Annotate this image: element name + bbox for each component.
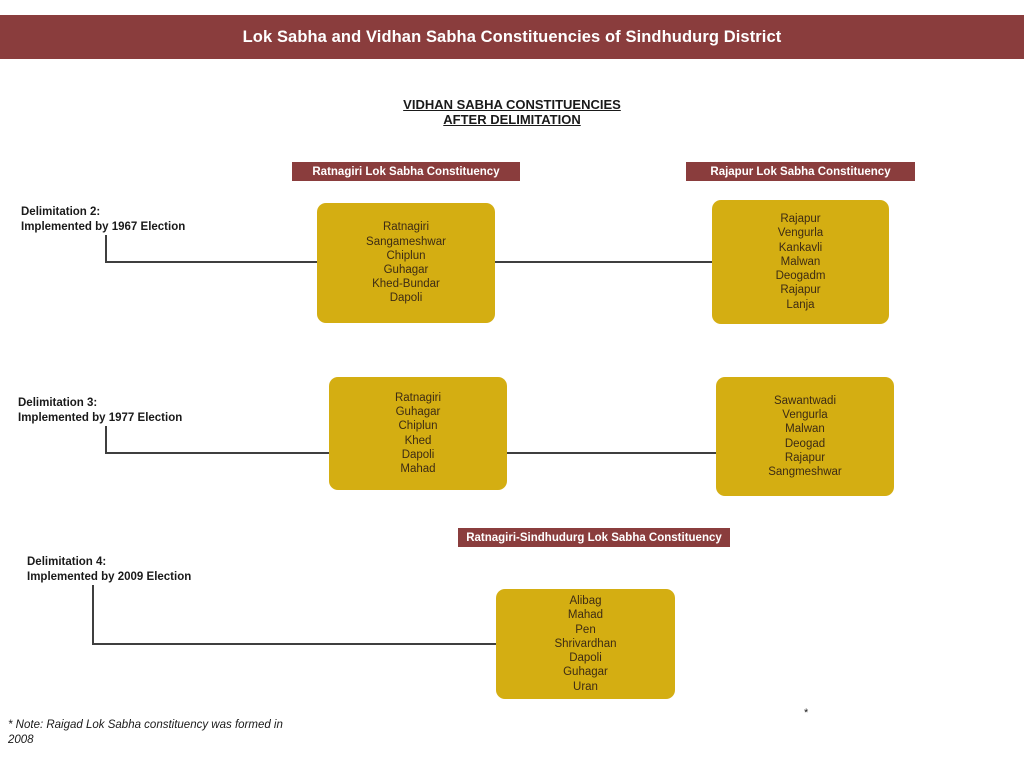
constituency-item: Malwan (785, 423, 825, 436)
constituency-box-ratnagiri-1967: Ratnagiri Sangameshwar Chiplun Guhagar K… (317, 203, 495, 323)
constituency-item: Ratnagiri (394, 391, 442, 404)
banner-label: Ratnagiri-Sindhudurg Lok Sabha Constitue… (466, 531, 722, 544)
delimitation-label-3-line1: Delimitation 4: (27, 556, 107, 568)
connector-vertical-1 (105, 235, 107, 263)
delimitation-label-2-line1: Delimitation 3: (18, 397, 98, 409)
constituency-item: Mahad (400, 462, 436, 475)
constituency-item: Guhagar (395, 406, 441, 419)
banner-label: Rajapur Lok Sabha Constituency (710, 165, 891, 178)
constituency-item: Sangmeshwar (768, 465, 842, 478)
connector-vertical-2 (105, 426, 107, 454)
constituency-box-ratnagiri-1977: Ratnagiri Guhagar Chiplun Khed Dapoli Ma… (329, 377, 507, 490)
banner-label: Ratnagiri Lok Sabha Constituency (312, 165, 500, 178)
footnote-text: * Note: Raigad Lok Sabha constituency wa… (8, 719, 283, 746)
connector-horizontal-1a (105, 261, 318, 263)
constituency-item: Chiplun (398, 420, 438, 433)
page-title: Lok Sabha and Vidhan Sabha Constituencie… (242, 27, 782, 46)
delimitation-label-1-line1: Delimitation 2: (21, 206, 101, 218)
constituency-item: Rajapur (780, 213, 821, 226)
constituency-item: Sawantwadi (773, 394, 836, 407)
constituency-item: Malwan (780, 255, 821, 268)
subtitle-line-2: AFTER DELIMITATION (443, 112, 581, 127)
constituency-item: Chiplun (386, 249, 426, 262)
constituency-item: Guhagar (383, 264, 429, 276)
constituency-item: Uran (573, 680, 598, 693)
delimitation-label-3: Delimitation 4: Implemented by 2009 Elec… (27, 555, 191, 584)
constituency-item: Kankavli (778, 241, 823, 254)
constituency-item: Dapoli (401, 448, 435, 461)
constituency-item: Mahad (567, 609, 604, 622)
footnote-marker: * (804, 707, 809, 719)
connector-horizontal-2b (507, 452, 717, 454)
constituency-item: Dapoli (569, 652, 602, 665)
delimitation-label-1-line2: Implemented by 1967 Election (21, 220, 186, 233)
connector-horizontal-1b (495, 261, 713, 263)
constituency-item: Vengurla (777, 227, 824, 240)
banner-ratnagiri-sindhudurg-lok-sabha: Ratnagiri-Sindhudurg Lok Sabha Constitue… (458, 528, 730, 547)
constituency-item: Deogad (784, 437, 826, 450)
connector-horizontal-2a (105, 452, 330, 454)
constituency-box-rajapur-1967: Rajapur Vengurla Kankavli Malwan Deogadm… (712, 200, 889, 324)
constituency-box-ratnagiri-sindhudurg-2009: Alibag Mahad Pen Shrivardhan Dapoli Guha… (496, 589, 675, 699)
constituency-box-sawantwadi-1977: Sawantwadi Vengurla Malwan Deogad Rajapu… (716, 377, 894, 496)
delimitation-label-1: Delimitation 2: Implemented by 1967 Elec… (21, 205, 185, 234)
diagram-subtitle: VIDHAN SABHA CONSTITUENCIES AFTER DELIMI… (0, 97, 1024, 127)
constituency-item: Khed-Bundar (372, 278, 440, 291)
delimitation-label-2-line2: Implemented by 1977 Election (18, 411, 183, 424)
constituency-item: Deogadm (775, 270, 826, 283)
constituency-item: Rajapur (780, 284, 821, 297)
subtitle-line-1: VIDHAN SABHA CONSTITUENCIES (403, 97, 621, 112)
delimitation-label-3-line2: Implemented by 2009 Election (27, 570, 192, 583)
banner-rajapur-lok-sabha: Rajapur Lok Sabha Constituency (686, 162, 915, 181)
constituency-item: Dapoli (389, 292, 423, 305)
delimitation-label-2: Delimitation 3: Implemented by 1977 Elec… (18, 396, 182, 425)
constituency-item: Shrivardhan (554, 637, 617, 650)
constituency-item: Khed (404, 434, 432, 447)
constituency-item: Ratnagiri (382, 221, 430, 234)
connector-horizontal-3 (92, 643, 496, 645)
constituency-item: Lanja (786, 298, 815, 311)
constituency-item: Vengurla (782, 409, 828, 422)
page-title-bar: Lok Sabha and Vidhan Sabha Constituencie… (0, 15, 1024, 59)
constituency-item: Rajapur (784, 451, 826, 464)
constituency-item: Guhagar (563, 666, 608, 679)
constituency-item: Pen (575, 623, 596, 636)
connector-vertical-3 (92, 585, 94, 644)
constituency-item: Alibag (569, 595, 602, 608)
constituency-item: Sangameshwar (366, 235, 446, 248)
banner-ratnagiri-lok-sabha: Ratnagiri Lok Sabha Constituency (292, 162, 520, 181)
